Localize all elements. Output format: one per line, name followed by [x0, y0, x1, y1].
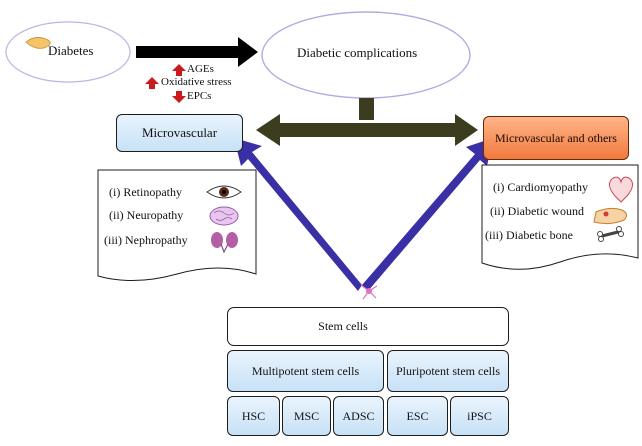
msc-box: MSC [282, 396, 331, 436]
double-arrow [256, 114, 478, 146]
micro-item-neuropathy: (ii) Neuropathy [109, 208, 184, 222]
factor-epcs: EPCs [187, 90, 212, 102]
macro-card [481, 164, 639, 270]
up-arrow-icon [172, 64, 186, 76]
diabetes-label: Diabetes [48, 43, 94, 58]
microvascular-label: Microvascular [141, 125, 218, 140]
brain-icon [209, 206, 239, 226]
pluripotent-label: Pluripotent stem cells [396, 363, 500, 378]
macro-item-cardiomyopathy: (i) Cardiomyopathy [493, 180, 588, 194]
up-arrow-icon [145, 77, 159, 89]
ipsc-label: iPSC [467, 408, 492, 423]
msc-label: MSC [293, 408, 320, 423]
stem-cells-label: Stem cells [318, 319, 368, 333]
stem-cells-box: Stem cells [227, 307, 509, 346]
complications-label: Diabetic complications [297, 45, 418, 60]
blue-arrow-left [234, 138, 362, 291]
micro-item-nephropathy: (iii) Nephropathy [104, 233, 188, 247]
micro-item-retinopathy: (i) Retinopathy [109, 185, 182, 199]
adsc-label: ADSC [342, 408, 375, 423]
macro-item-diabetic-wound: (ii) Diabetic wound [490, 204, 584, 218]
hsc-box: HSC [227, 396, 280, 436]
diabetes-ellipse [5, 21, 131, 83]
macrovascular-box: Microvascular and others [483, 116, 629, 160]
blue-arrow-right [362, 138, 493, 291]
bone-icon [597, 226, 624, 242]
micro-card [97, 169, 257, 281]
macrovascular-label: Microvascular and others [495, 130, 617, 145]
pancreas-icon [25, 37, 51, 49]
heart-icon [609, 176, 633, 203]
kidney-icon [211, 232, 238, 254]
multipotent-label: Multipotent stem cells [251, 363, 360, 378]
microvascular-box: Microvascular [116, 114, 243, 152]
down-arrow-icon [172, 91, 186, 103]
multipotent-box: Multipotent stem cells [227, 350, 384, 392]
esc-box: ESC [387, 396, 448, 436]
black-arrow [136, 37, 258, 67]
hsc-label: HSC [241, 408, 266, 423]
factor-ages: AGEs [187, 63, 214, 75]
pluripotent-box: Pluripotent stem cells [387, 350, 509, 392]
esc-label: ESC [406, 408, 429, 423]
stem-cell-icon [360, 284, 378, 300]
t-arrow-stem [359, 98, 374, 120]
macro-item-diabetic-bone: (iii) Diabetic bone [485, 228, 573, 242]
factor-oxidative-stress: Oxidative stress [161, 76, 232, 88]
foot-icon [593, 207, 628, 225]
ipsc-box: iPSC [450, 396, 509, 436]
eye-icon [206, 185, 242, 199]
adsc-box: ADSC [333, 396, 384, 436]
